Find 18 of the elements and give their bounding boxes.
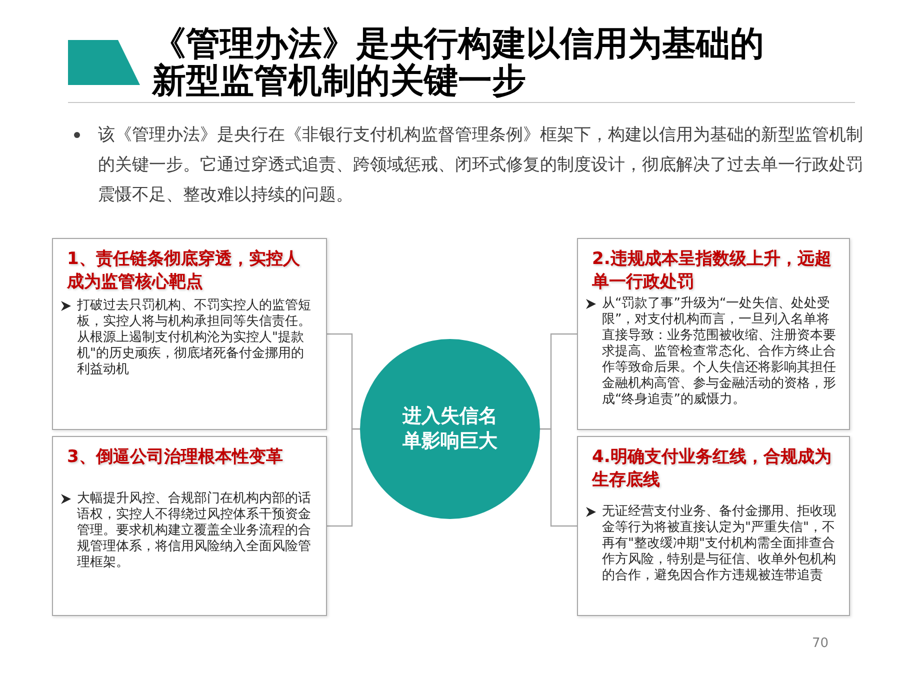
card-heading: 1、责任链条彻底穿透，实控人成为监管核心靶点 [66, 248, 301, 294]
circle-label: 进入失信名单影响巨大 [401, 404, 498, 454]
card-body-text: 打破过去只罚机构、不罚实控人的监管短板，实控人将与机构承担同等失信责任。从根源上遏制支付机构沦为实控人"提款机"的历史顽疾，彻底堵死备付金挪用的利益动机 [77, 298, 312, 378]
text-card [52, 238, 327, 430]
text-card [52, 436, 327, 616]
card-heading: 3、倒逼公司治理根本性变革 [66, 446, 284, 469]
text-card [577, 238, 850, 430]
text-card [577, 436, 850, 616]
card-heading: 4.明确支付业务红线，合规成为生存底线 [590, 446, 832, 492]
card-body-text: 大幅提升风控、合规部门在机构内部的话语权，实控人不得绕过风控体系干预资金管理。要求机构建立覆盖全业务流程的合规管理体系，将信用风险纳入全面风险管理框架。 [77, 491, 312, 571]
card-body-text: 从“罚款了事”升级为“一处失信、处处受限”，对支付机构而言，一旦列入名单将直接导致：业务范围被收缩、注册资本要求提高、监管检查常态化、合作方终止合作等致命后果。个人失信还将影响其担任金融机构高管、参与金融活动的资格，形成“终身追责”的威慑力。 [602, 296, 837, 408]
page-number: 70 [812, 636, 829, 652]
connector-line [540, 428, 577, 527]
card-body-text: 无证经营支付业务、备付金挪用、拒收现金等行为将被直接认定为"严重失信"，不再有"整改缓冲期"支付机构需全面排查合作方风险，特别是与征信、收单外包机构的合作，避免因合作方违规被连带追责 [602, 504, 837, 584]
summary-paragraph: 该《管理办法》是央行在《非银行支付机构监督管理条例》框架下，构建以信用为基础的新型监管机制的关键一步。它通过穿透式追责、跨领域惩戒、闭环式修复的制度设计，彻底解决了过去单一行政处罚震慑不足、整改难以持续的问题。 [98, 124, 863, 207]
card-heading: 2.违规成本呈指数级上升，远超单一行政处罚 [591, 248, 832, 294]
slide-title: 《管理办法》是央行构建以信用为基础的新型监管机制的关键一步 [152, 26, 765, 100]
connector-line [327, 428, 360, 527]
